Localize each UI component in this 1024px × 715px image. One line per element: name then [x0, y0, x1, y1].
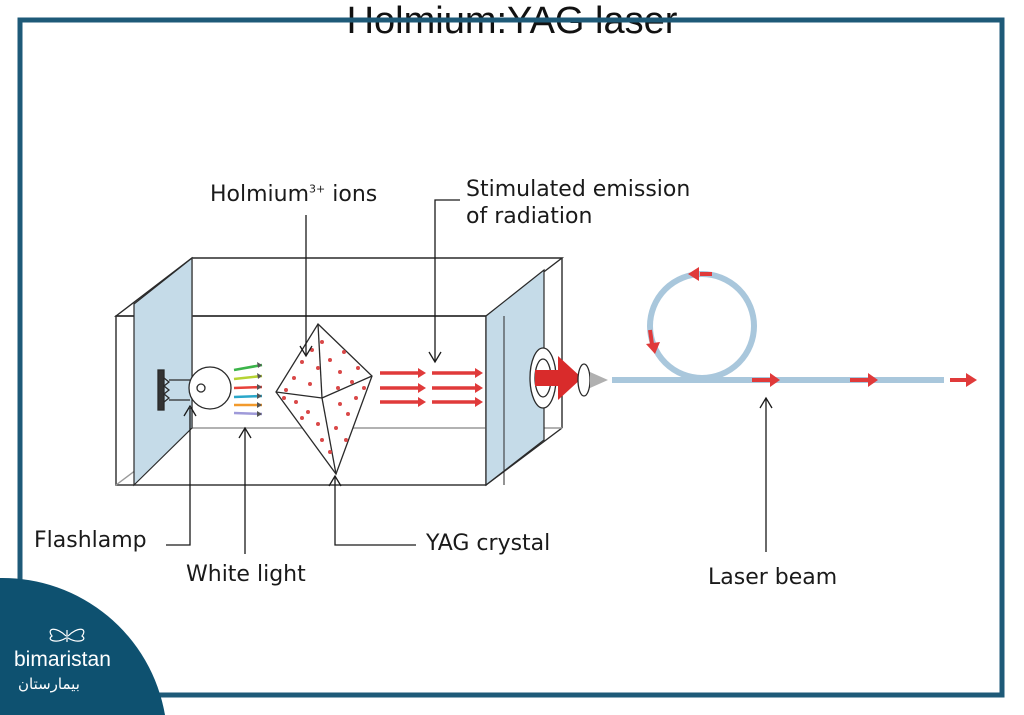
butterfly-icon [49, 628, 85, 642]
label-laser-beam: Laser beam [708, 565, 838, 590]
output-beam-arrow [535, 356, 582, 400]
label-holmium-ions: Holmium3+ ions [210, 182, 377, 207]
label-flashlamp: Flashlamp [34, 528, 147, 553]
label-white-light: White light [186, 562, 306, 587]
yag-crystal [275, 322, 373, 476]
ions-text: Holmium [210, 182, 310, 207]
fiber-red-arrows [646, 267, 977, 387]
brand-corner [0, 577, 165, 715]
beam-cone [590, 372, 608, 388]
ions-superscript: 3+ [309, 182, 326, 196]
outer-border [17, 17, 1005, 698]
right-mirror [485, 268, 545, 487]
brand-name-arabic: بيمارستان [18, 675, 80, 693]
stimulated-line2: of radiation [466, 204, 593, 229]
focusing-lens [577, 363, 591, 397]
label-yag-crystal: YAG crystal [426, 531, 551, 556]
optical-fiber [612, 271, 944, 383]
flashlamp-bulb [157, 366, 232, 411]
holmium-ions [282, 340, 366, 454]
stimulated-line1: Stimulated emission [466, 177, 691, 202]
stimulated-emission-arrows [380, 368, 483, 407]
label-stimulated-emission: Stimulated emission of radiation [466, 176, 690, 230]
ions-suffix: ions [325, 182, 378, 207]
brand-name: bimaristan [14, 648, 111, 671]
pointer-lines [166, 199, 773, 554]
